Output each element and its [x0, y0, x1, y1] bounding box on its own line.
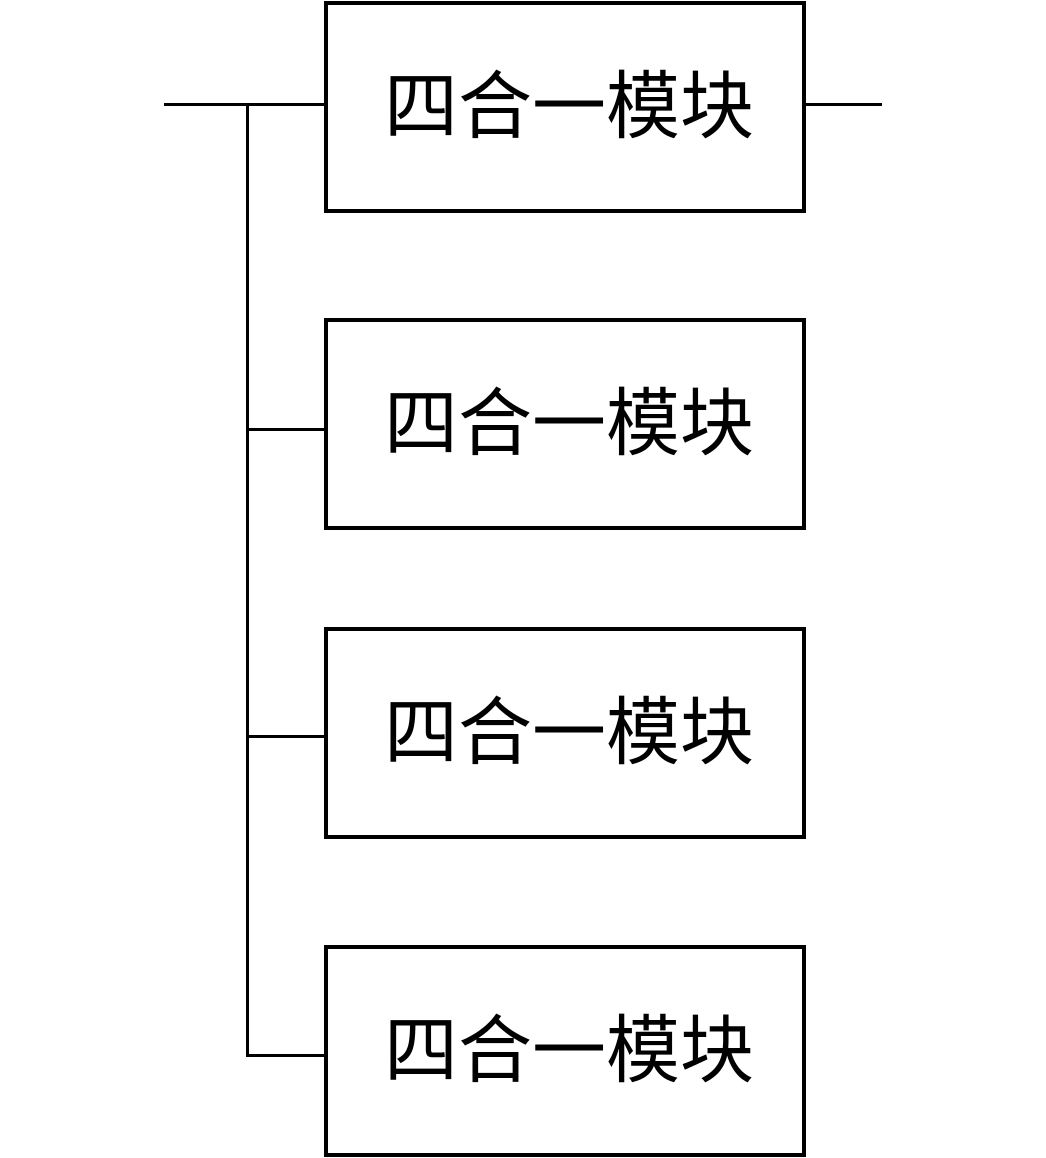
- vertical-bus: [246, 103, 249, 1057]
- branch-wire-2: [246, 428, 324, 431]
- branch-wire-4: [246, 1054, 324, 1057]
- module-box-1: 四合一模块: [324, 1, 806, 213]
- module-label-4: 四合一模块: [384, 1008, 754, 1094]
- branch-wire-3: [246, 735, 324, 738]
- output-wire: [802, 103, 882, 106]
- input-wire: [164, 103, 324, 106]
- module-box-2: 四合一模块: [324, 318, 806, 530]
- module-label-2: 四合一模块: [384, 381, 754, 467]
- module-box-4: 四合一模块: [324, 945, 806, 1157]
- module-label-3: 四合一模块: [384, 690, 754, 776]
- module-label-1: 四合一模块: [384, 64, 754, 150]
- module-box-3: 四合一模块: [324, 627, 806, 839]
